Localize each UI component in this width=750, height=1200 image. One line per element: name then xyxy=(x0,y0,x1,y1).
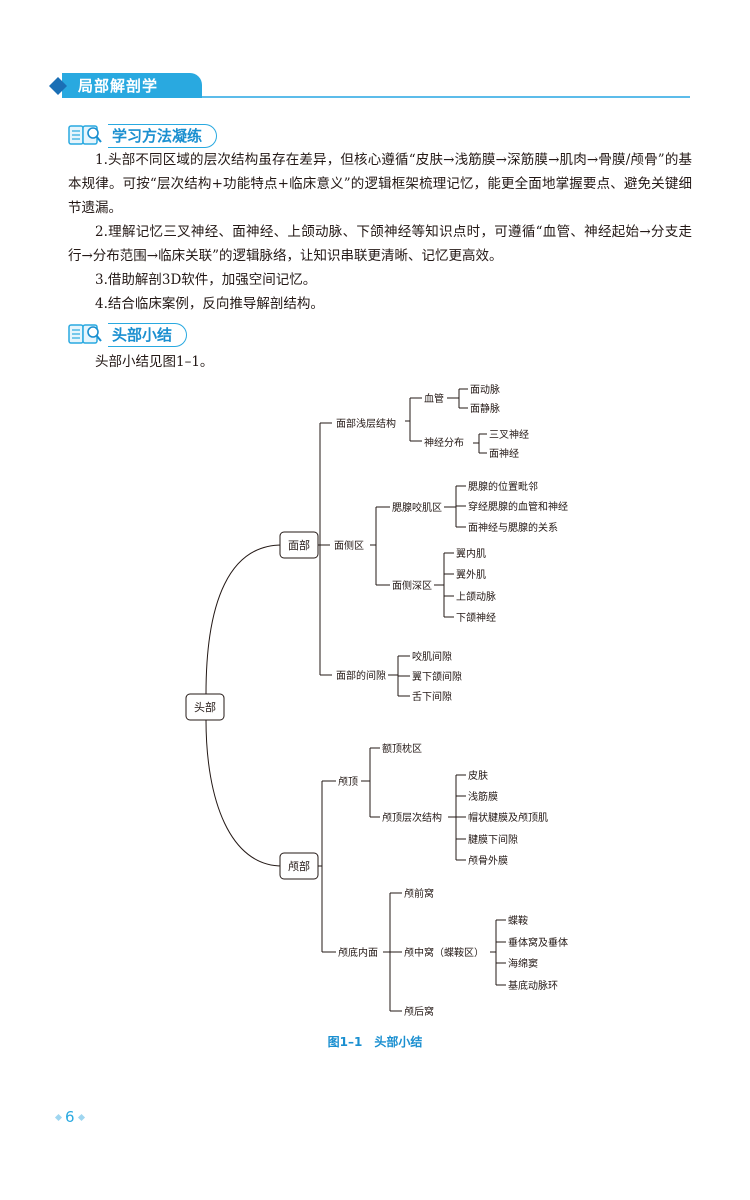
node-vault-layers: 颅顶层次结构 xyxy=(382,811,442,824)
node-fronto-parieto-occipital: 额顶枕区 xyxy=(382,742,422,755)
section-title-summary: 头部小结 xyxy=(108,323,188,347)
node-anterior-fossa: 颅前窝 xyxy=(404,887,434,900)
diamond-dot-icon xyxy=(77,1113,85,1122)
node-subaponeurotic-space: 腱膜下间隙 xyxy=(468,833,518,846)
node-skull-base-inner: 颅底内面 xyxy=(338,946,378,959)
node-root: 头部 xyxy=(194,700,216,714)
node-nerve-distribution: 神经分布 xyxy=(424,436,464,449)
node-box-root xyxy=(185,693,225,721)
book-magnifier-icon xyxy=(68,324,102,344)
chapter-tab xyxy=(62,73,202,98)
node-galea: 帽状腱膜及颅顶肌 xyxy=(468,811,548,824)
node-vessels: 血管 xyxy=(424,392,444,405)
figure-caption: 图1–1 头部小结 xyxy=(327,1035,423,1049)
node-posterior-fossa: 颅后窝 xyxy=(404,1005,434,1018)
node-lateral-pterygoid: 翼外肌 xyxy=(456,569,486,581)
summary-intro: 头部小结见图1–1。 xyxy=(95,354,214,370)
node-mandibular-nerve: 下颌神经 xyxy=(456,611,496,624)
page-number: 6 xyxy=(65,1108,75,1126)
node-box-skull xyxy=(279,852,319,880)
node-middle-fossa: 颅中窝（蝶鞍区） xyxy=(404,946,484,959)
node-box-face xyxy=(279,531,319,559)
page-number-footer: 6 xyxy=(52,1108,88,1126)
node-facial-nerve: 面神经 xyxy=(489,447,519,460)
node-facial-artery: 面动脉 xyxy=(470,383,500,396)
method-item-3: 3.借助解剖3D软件，加强空间记忆。 xyxy=(95,272,317,288)
node-facial-vein: 面静脉 xyxy=(470,402,500,415)
node-pericranium: 颅骨外膜 xyxy=(468,855,508,867)
node-sella: 蝶鞍 xyxy=(508,914,528,927)
method-item-2: 2.理解记忆三叉神经、面神经、上颌动脉、下颌神经等知识点时，可遵循“血管、神经起… xyxy=(68,224,692,264)
diamond-icon xyxy=(49,77,67,95)
node-maxillary-artery: 上颌动脉 xyxy=(456,590,496,603)
node-trigeminal-nerve: 三叉神经 xyxy=(489,428,529,441)
book-magnifier-icon xyxy=(68,125,102,145)
node-pituitary: 垂体窝及垂体 xyxy=(508,936,568,949)
node-deep-lateral: 面侧深区 xyxy=(392,579,432,592)
chapter-title: 局部解剖学 xyxy=(78,77,159,95)
node-facial-nerve-parotid: 面神经与腮腺的关系 xyxy=(468,521,558,534)
chapter-rule xyxy=(202,96,690,98)
section-title-methods: 学习方法凝练 xyxy=(108,124,218,148)
node-skull-vault: 颅顶 xyxy=(338,776,358,788)
chapter-header: 局部解剖学 xyxy=(48,73,690,100)
node-masseteric-space: 咬肌间隙 xyxy=(412,650,452,663)
method-item-4: 4.结合临床案例，反向推导解剖结构。 xyxy=(95,296,324,312)
node-pterygomandibular-space: 翼下颌间隙 xyxy=(412,670,462,683)
node-face: 面部 xyxy=(288,538,310,552)
node-parotid-position: 腮腺的位置毗邻 xyxy=(468,480,538,493)
node-superficial-fascia: 浅筋膜 xyxy=(468,790,498,803)
node-face-lateral: 面侧区 xyxy=(334,539,364,552)
edge-root-face xyxy=(205,544,283,695)
node-parotid-masseter: 腮腺咬肌区 xyxy=(392,501,442,514)
node-arterial-circle: 基底动脉环 xyxy=(508,979,558,992)
node-medial-pterygoid: 翼内肌 xyxy=(456,547,486,560)
edge-root-skull xyxy=(205,719,283,867)
head-summary-mindmap: 头部 面部 颅部 面部浅层结构 血管 面动脉 面静脉 神经分布 三叉神经 面神经… xyxy=(185,383,568,1018)
node-face-superficial: 面部浅层结构 xyxy=(336,417,396,430)
method-item-1: 1.头部不同区域的层次结构虽存在差异，但核心遵循“皮肤→浅筋膜→深筋膜→肌肉→骨… xyxy=(68,152,692,216)
diamond-dot-icon xyxy=(54,1113,63,1122)
node-skin: 皮肤 xyxy=(468,769,488,782)
node-sublingual-space: 舌下间隙 xyxy=(412,690,452,703)
node-cavernous-sinus: 海绵窦 xyxy=(508,957,538,970)
node-parotid-vessels-nerves: 穿经腮腺的血管和神经 xyxy=(468,500,568,513)
node-face-spaces: 面部的间隙 xyxy=(336,669,386,682)
node-skull: 颅部 xyxy=(288,859,310,873)
